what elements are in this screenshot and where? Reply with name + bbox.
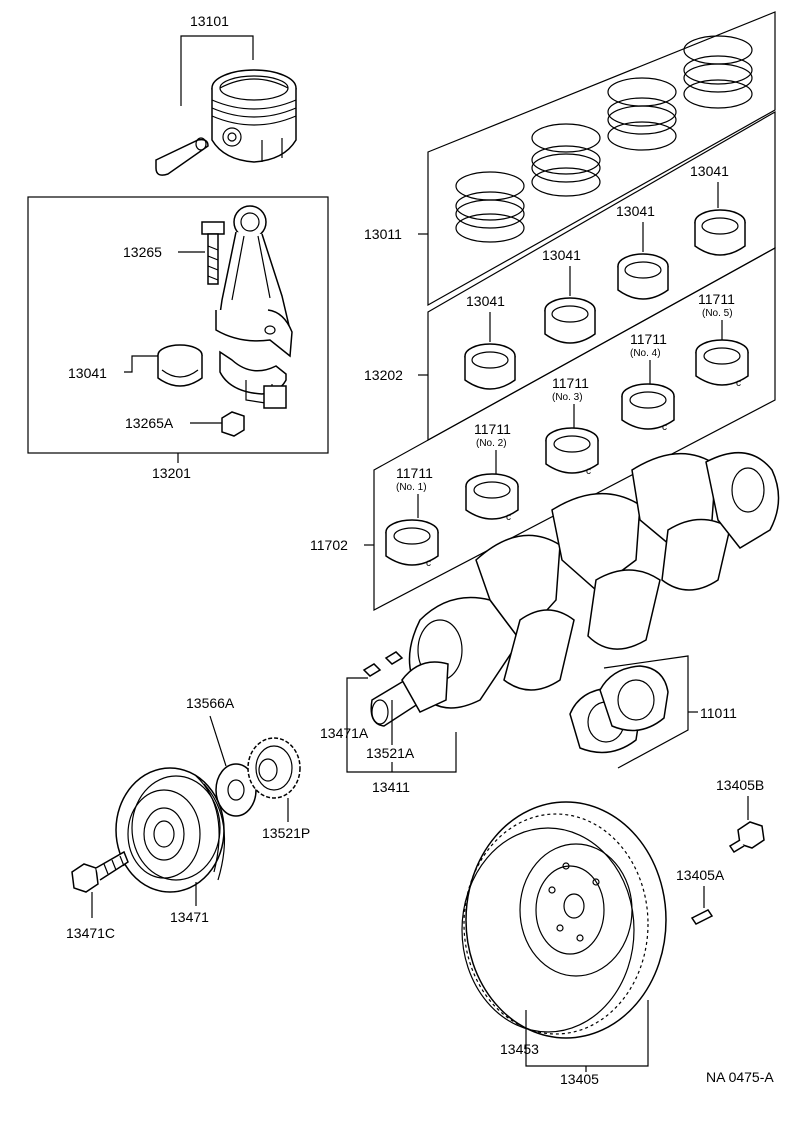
flywheel-bolt-icon [728, 821, 765, 854]
label-13201[interactable]: 13201 [152, 465, 191, 481]
svg-text:c: c [426, 558, 431, 569]
leader-13101 [180, 35, 254, 106]
label-13041-c[interactable]: 13041 [616, 203, 655, 219]
bearing-shell-icon [617, 253, 669, 300]
thrust-washer-icon [569, 665, 669, 754]
timing-pulley-icon [247, 737, 301, 799]
label-13521P[interactable]: 13521P [262, 825, 310, 841]
bearing-shell-icon: c [621, 383, 675, 433]
label-11711-no4-sub: (No. 4) [630, 348, 661, 359]
bearing-shell-icon [544, 297, 596, 344]
label-11711-no2-sub: (No. 2) [476, 438, 507, 449]
piston-icon [211, 69, 297, 163]
label-13566A[interactable]: 13566A [186, 695, 235, 711]
label-11711-no5[interactable]: 11711 [698, 291, 735, 307]
connecting-rod-box: 13265 13041 13265A [27, 196, 329, 481]
label-13265A[interactable]: 13265A [125, 415, 174, 431]
rod-bolt-icon [201, 221, 225, 285]
label-13453[interactable]: 13453 [500, 1041, 539, 1057]
label-13041-a[interactable]: 13041 [466, 293, 505, 309]
svg-text:c: c [586, 466, 591, 477]
rod-nut-icon [221, 411, 245, 437]
washer-icon [215, 763, 257, 817]
label-13011[interactable]: 13011 [364, 226, 402, 242]
label-13265[interactable]: 13265 [123, 244, 162, 260]
key-icon [362, 663, 382, 677]
bearing-shell-icon: c [465, 473, 519, 523]
piston-pin-icon [155, 137, 209, 176]
label-13041-d[interactable]: 13041 [690, 163, 729, 179]
piston-ring-set-icon [607, 77, 677, 151]
rod-cap-icon [219, 350, 287, 409]
crank-pulley-icon [115, 767, 226, 893]
key-icon [384, 651, 404, 665]
label-11711-no4[interactable]: 11711 [630, 331, 667, 347]
leader-13471A [346, 677, 368, 745]
pin-icon [690, 909, 714, 925]
bearing-shell-icon [157, 344, 203, 387]
leader-13405 [525, 1000, 649, 1067]
label-13521A[interactable]: 13521A [366, 745, 415, 761]
piston-assembly: 13101 [155, 13, 297, 176]
leader-11011 [603, 655, 689, 769]
figure-code: NA 0475-A [706, 1069, 774, 1085]
label-13471A[interactable]: 13471A [320, 725, 369, 741]
main-bearing-box: 11702 11711 (No. 5) c 11711 (No. 4) c 11… [310, 246, 776, 611]
label-11711-no5-sub: (No. 5) [702, 308, 733, 319]
label-11711-no1[interactable]: 11711 [396, 465, 433, 481]
bearing-shell-icon: c [545, 427, 599, 477]
connecting-rod-icon [215, 205, 293, 358]
label-11711-no2[interactable]: 11711 [474, 421, 511, 437]
label-13041-b[interactable]: 13041 [542, 247, 581, 263]
piston-ring-set-icon [531, 123, 601, 197]
label-13405A[interactable]: 13405A [676, 867, 725, 883]
label-13202[interactable]: 13202 [364, 367, 403, 383]
label-11711-no1-sub: (No. 1) [396, 482, 427, 493]
svg-text:c: c [736, 378, 741, 389]
pulley-bolt-icon [71, 850, 129, 893]
bearing-shell-icon: c [385, 519, 439, 569]
label-11711-no3[interactable]: 11711 [552, 375, 589, 391]
bearing-shell-icon: c [695, 339, 749, 389]
label-13405B[interactable]: 13405B [716, 777, 764, 793]
label-13471[interactable]: 13471 [170, 909, 209, 925]
piston-ring-set-box: 13011 [364, 11, 776, 307]
label-13101[interactable]: 13101 [190, 13, 229, 29]
label-11011[interactable]: 11011 [700, 705, 737, 721]
label-13041-rod[interactable]: 13041 [68, 365, 107, 381]
flywheel-icon [461, 801, 667, 1039]
bearing-shell-icon [694, 209, 746, 256]
piston-ring-set-icon [683, 35, 753, 109]
label-11711-no3-sub: (No. 3) [552, 392, 583, 403]
label-13471C[interactable]: 13471C [66, 925, 115, 941]
piston-ring-set-icon [455, 171, 525, 243]
label-13405[interactable]: 13405 [560, 1071, 599, 1087]
svg-text:c: c [506, 512, 511, 523]
label-11702[interactable]: 11702 [310, 537, 348, 553]
crankshaft-icon [370, 451, 780, 727]
leader-13411 [346, 732, 457, 773]
bearing-shell-icon [464, 343, 516, 390]
svg-text:c: c [662, 422, 667, 433]
label-13411[interactable]: 13411 [372, 779, 410, 795]
